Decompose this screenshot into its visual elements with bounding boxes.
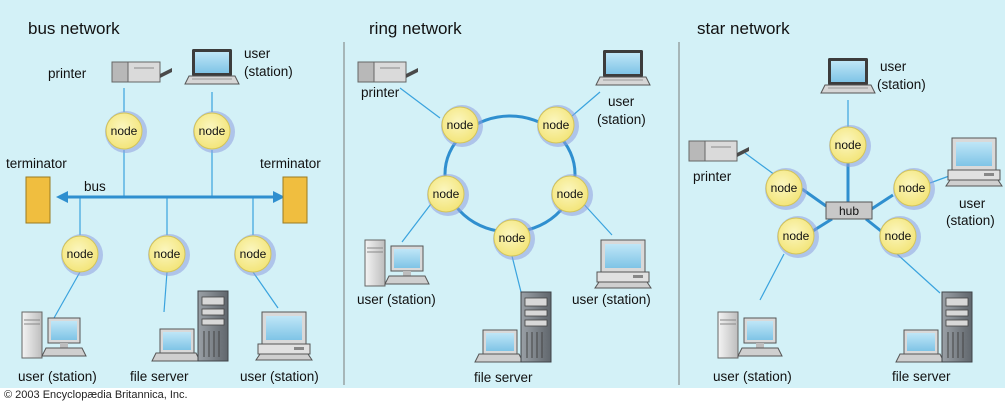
ring-printer-label: printer: [361, 85, 400, 100]
star-network-panel: star network user (station) printer node…: [688, 19, 1003, 384]
star-user-desktop-icon: [717, 311, 783, 359]
star-printer-label: printer: [693, 169, 732, 184]
star-node-bottom-left-label: node: [783, 229, 810, 243]
bus-label: bus: [84, 179, 106, 194]
bus-user-top-laptop-icon: [184, 48, 240, 85]
star-node-left-label: node: [771, 181, 798, 195]
star-hub: [825, 201, 873, 220]
ring-user-laptop-icon: [595, 49, 651, 86]
bus-node-top-right-label: node: [199, 124, 226, 138]
bus-terminator-right-label: terminator: [260, 156, 321, 171]
star-node-right-label: node: [899, 181, 926, 195]
ring-user-pc-icon: [594, 239, 652, 289]
bus-node-bottom-middle-label: node: [154, 247, 181, 261]
star-user-bottom-label: user (station): [713, 369, 792, 384]
ring-node-top-left-label: node: [447, 118, 474, 132]
bus-user-top-label-2: (station): [244, 64, 293, 79]
star-file-server-label: file server: [892, 369, 951, 384]
bus-links: [53, 88, 279, 319]
bus-terminator-left-icon: [25, 176, 51, 224]
ring-user-desktop-icon: [364, 239, 430, 287]
bus-network-title: bus network: [28, 19, 120, 38]
ring-network-title: ring network: [369, 19, 462, 38]
bus-user-bottom-left-label: user (station): [18, 369, 97, 384]
ring-user-bottom-right-label: user (station): [572, 292, 651, 307]
bus-node-top-left-label: node: [111, 124, 138, 138]
bus-user-pc-icon: [255, 311, 313, 361]
bus-printer-label: printer: [48, 66, 87, 81]
bus-arrow-left: [56, 191, 68, 203]
star-user-right-label-2: (station): [946, 213, 995, 228]
star-user-right-pc-icon: [945, 137, 1003, 187]
bus-terminator-right-icon: [282, 176, 308, 224]
bus-node-bottom-right-label: node: [240, 247, 267, 261]
ring-node-left-label: node: [433, 187, 460, 201]
ring-node-top-right-label: node: [543, 118, 570, 132]
star-user-top-label-2: (station): [877, 77, 926, 92]
copyright-notice: © 2003 Encyclopædia Britannica, Inc.: [4, 389, 188, 401]
star-node-top-label: node: [835, 138, 862, 152]
ring-node-bottom-label: node: [499, 231, 526, 245]
bus-terminator-left-label: terminator: [6, 156, 67, 171]
bus-user-bottom-right-label: user (station): [240, 369, 319, 384]
star-node-bottom-right-label: node: [885, 229, 912, 243]
ring-user-left-label: user (station): [357, 292, 436, 307]
bus-user-top-label: user: [244, 46, 271, 61]
bus-arrow-right: [273, 191, 285, 203]
bus-node-bottom-left-label: node: [67, 247, 94, 261]
bus-file-server-label: file server: [130, 369, 189, 384]
ring-file-server-label: file server: [474, 370, 533, 385]
star-hub-label: hub: [839, 204, 859, 218]
ring-user-right-label-2: (station): [597, 112, 646, 127]
bus-network-panel: bus network bus printer user (station) t…: [6, 19, 321, 384]
star-user-right-label: user: [959, 196, 986, 211]
star-network-title: star network: [697, 19, 790, 38]
ring-node-right-label: node: [557, 187, 584, 201]
star-user-top-laptop-icon: [820, 57, 876, 94]
star-user-top-label: user: [880, 59, 907, 74]
bus-user-desktop-icon: [21, 311, 87, 359]
ring-user-right-label: user: [608, 94, 635, 109]
ring-network-panel: ring network printer user (station) node…: [357, 19, 652, 385]
